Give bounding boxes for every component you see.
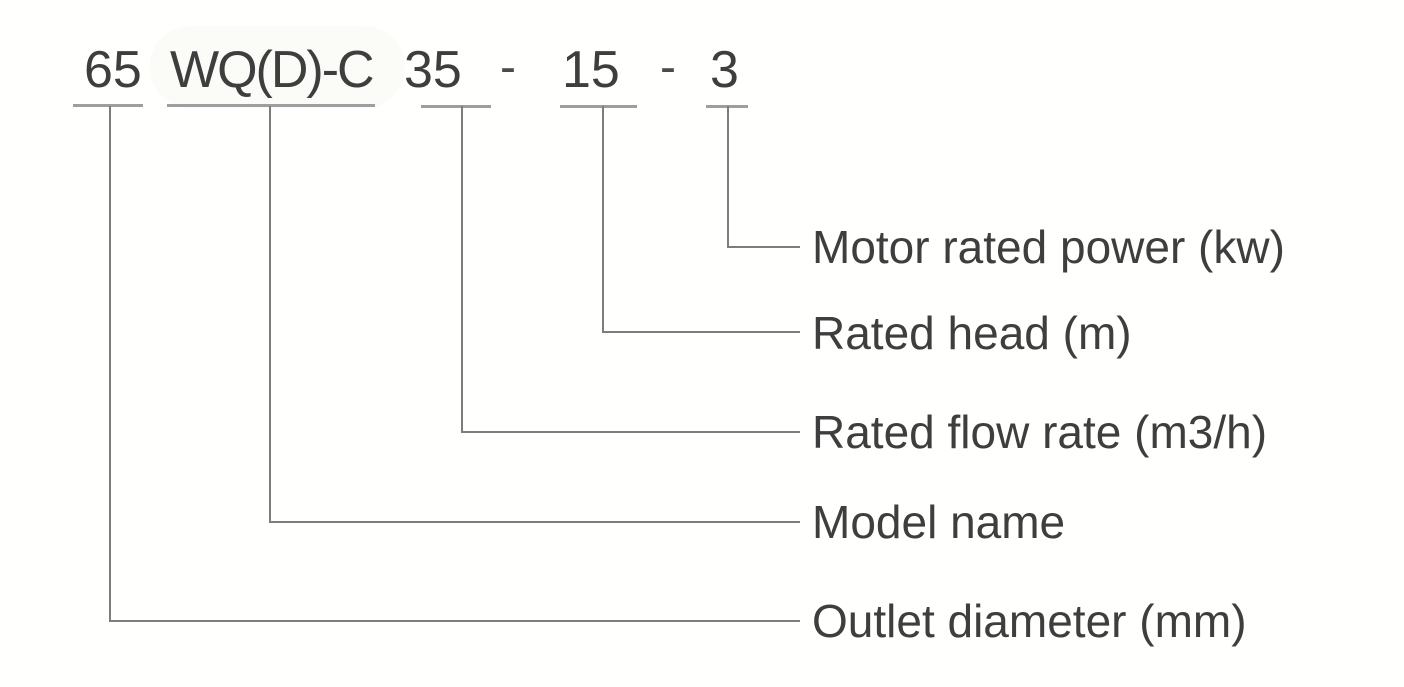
connector-vertical-model-name xyxy=(269,106,271,523)
connector-vertical-flow-rate xyxy=(461,106,463,433)
connector-vertical-rated-head xyxy=(602,106,604,333)
model-token-model-name: WQ(D)-C xyxy=(170,41,375,99)
connector-vertical-outlet-diameter xyxy=(109,106,111,622)
connector-vertical-motor-power xyxy=(727,106,729,248)
underline-model-name xyxy=(167,104,375,107)
model-token-motor-power: 3 xyxy=(710,41,739,99)
connector-horizontal-motor-power xyxy=(727,246,800,248)
connector-horizontal-outlet-diameter xyxy=(109,620,800,622)
label-outlet-diameter: Outlet diameter (mm) xyxy=(812,595,1247,647)
label-model-name: Model name xyxy=(812,496,1066,548)
connector-horizontal-model-name xyxy=(269,521,800,523)
model-token-rated-head: 15 xyxy=(562,41,620,99)
connector-horizontal-flow-rate xyxy=(461,431,800,433)
label-rated-flow-rate: Rated flow rate (m3/h) xyxy=(812,406,1268,458)
underline-outlet-diameter xyxy=(73,104,143,107)
label-rated-head: Rated head (m) xyxy=(812,307,1132,359)
model-token-flow-rate: 35 xyxy=(404,41,462,99)
separator-dash-2: - xyxy=(660,41,676,94)
label-motor-rated-power: Motor rated power (kw) xyxy=(812,221,1285,273)
background-highlight xyxy=(150,26,405,108)
separator-dash-1: - xyxy=(500,41,516,94)
underline-flow-rate xyxy=(421,105,491,108)
connector-horizontal-rated-head xyxy=(602,331,800,333)
underline-rated-head xyxy=(560,105,637,108)
model-token-outlet-diameter: 65 xyxy=(84,41,142,99)
